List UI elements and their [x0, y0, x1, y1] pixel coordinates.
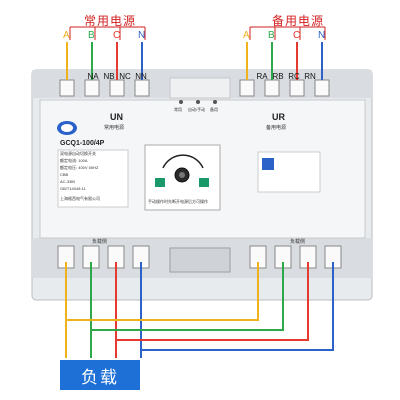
- spec-category: AC-33iB: [60, 179, 75, 184]
- phase-label-a-right: A: [243, 30, 250, 41]
- bracket-backup: [249, 26, 326, 40]
- indicator-common-label: 常用: [174, 107, 182, 112]
- quality-mark-icon: [262, 158, 274, 170]
- phase-label-n-left: N: [138, 30, 146, 41]
- phase-label-n-right: N: [318, 30, 326, 41]
- terminal-label-rc: RC: [288, 72, 300, 81]
- terminal-label-na: NA: [87, 72, 99, 81]
- indicator-auto-manual-label: 自动/手动: [188, 107, 206, 112]
- spec-cbb: CBB: [60, 172, 69, 177]
- load-box: 负载: [60, 360, 140, 390]
- backup-power-header: 备用电源: [272, 14, 325, 28]
- left-label-plate: [57, 149, 129, 208]
- load-side-label-right: 负载侧: [290, 239, 306, 245]
- terminal-label-ra: RA: [256, 72, 268, 81]
- un-sub-label: 常用电源: [104, 125, 125, 131]
- terminal-label-nb: NB: [103, 72, 115, 81]
- phase-label-b-right: B: [268, 30, 275, 41]
- ur-sub-label: 备用电源: [266, 125, 287, 131]
- panel-warning-note: 手动操作时先断开电源后方可操作: [148, 199, 208, 204]
- phase-label-c-left: C: [113, 30, 121, 41]
- device-name: 双电源自动切换开关: [60, 151, 96, 156]
- indicator-backup-label: 备用: [210, 107, 218, 112]
- phase-label-c-right: C: [293, 30, 301, 41]
- terminal-label-nn: NN: [135, 72, 147, 81]
- indicator-led-1: [179, 100, 183, 104]
- indicator-strip: [169, 77, 231, 99]
- terminal-label-nc: NC: [119, 72, 131, 81]
- bracket-common: [69, 26, 146, 40]
- model-number: GCQ1-100/4P: [60, 140, 105, 147]
- un-label: UN: [110, 112, 123, 122]
- top-terminals: [59, 79, 330, 97]
- common-power-header: 常用电源: [84, 14, 137, 28]
- indicator-led-2: [196, 100, 200, 104]
- phase-label-b-left: B: [88, 30, 95, 41]
- green-button-left: [155, 178, 165, 187]
- load-side-label-left: 负载侧: [92, 239, 108, 245]
- manufacturer: 上海格西电气有限公司: [60, 196, 100, 201]
- green-button-right: [199, 178, 209, 187]
- spec-voltage: 额定电压: 400V 50HZ: [60, 165, 99, 170]
- bottom-terminals: [57, 245, 342, 273]
- ur-label: UR: [272, 112, 285, 122]
- terminal-label-rn: RN: [304, 72, 316, 81]
- phase-label-a-left: A: [63, 30, 70, 41]
- terminal-label-rb: RB: [272, 72, 284, 81]
- spec-standard: GB/T14048.11: [60, 186, 86, 191]
- spec-current: 额定电流: 100A: [60, 158, 88, 163]
- knob-arc: [162, 154, 204, 169]
- wires: [65, 42, 334, 358]
- indicator-led-3: [213, 100, 217, 104]
